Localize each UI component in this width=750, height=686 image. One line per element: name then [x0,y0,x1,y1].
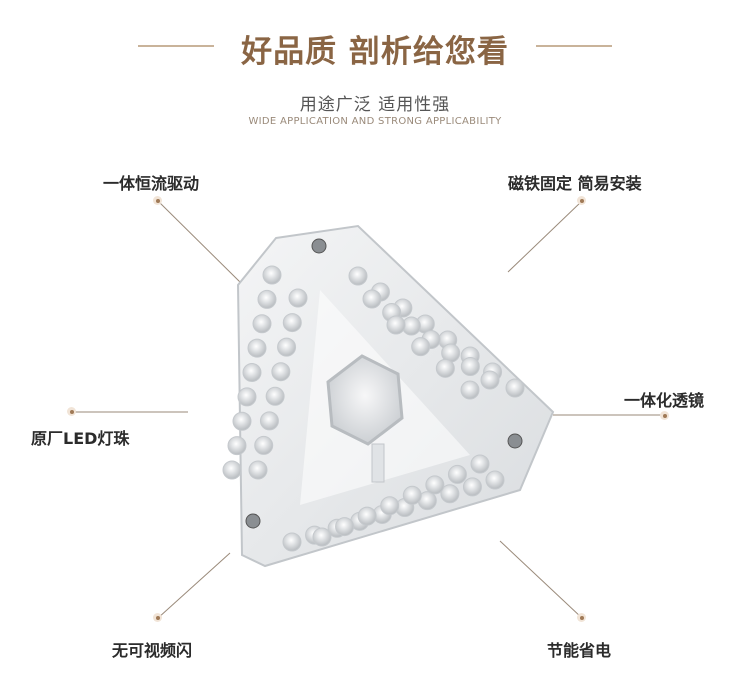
led-bead [348,266,368,286]
led-bead [262,265,282,285]
led-bead [254,435,274,455]
feature-dot-lens [660,411,669,420]
led-bead [386,315,406,335]
led-bead [248,460,268,480]
driver-stem [371,443,385,483]
led-bead [265,386,285,406]
feature-dot-energy [577,613,586,622]
screw-bottom-icon [245,513,261,529]
feature-label-magnet: 磁铁固定 简易安装 [508,174,642,193]
led-bead [282,313,302,333]
feature-label-driver: 一体恒流驱动 [103,174,200,193]
page-subtitle-en: WIDE APPLICATION AND STRONG APPLICABILIT… [248,116,502,127]
led-bead [402,485,422,505]
feature-dot-driver [153,196,162,205]
led-bead [447,464,467,484]
page-subtitle: 用途广泛 适用性强 [299,95,451,115]
led-bead [505,378,525,398]
led-bead [237,387,257,407]
led-bead [485,470,505,490]
led-bead [380,496,400,516]
led-bead [242,363,262,382]
led-bead [435,358,455,378]
center-driver-lens [326,354,404,446]
led-bead [460,380,480,400]
leader-line-magnet [507,200,583,273]
led-bead [440,484,460,504]
led-bead [227,436,247,456]
led-bead [259,411,279,431]
led-bead [232,411,252,431]
led-bead [425,475,445,495]
led-beads [222,265,525,552]
feature-dot-magnet [577,196,586,205]
led-bead [271,362,291,382]
feature-label-lens: 一体化透镜 [624,391,705,410]
leader-line-flicker [157,552,231,619]
led-bead [288,288,308,308]
led-bead [411,337,431,357]
feature-label-energy: 节能省电 [547,641,612,660]
screw-top-icon [311,238,327,254]
feature-label-led: 原厂LED灯珠 [31,429,130,448]
page-title: 好品质 剖析给您看 [241,34,509,70]
led-bead [460,357,480,376]
leader-line-driver [157,200,243,285]
feature-dot-flicker [153,613,162,622]
led-bead [252,314,272,334]
led-bead [480,370,500,390]
led-bead [257,289,277,309]
led-bead [335,517,355,537]
led-bead [247,338,267,358]
led-bead [462,477,482,497]
led-bead [357,506,377,526]
screw-right-icon [507,433,523,449]
led-bead [362,289,382,309]
leader-line-energy [499,540,583,619]
feature-dot-led [67,407,76,416]
led-bead [470,454,490,474]
led-bead [282,532,302,552]
led-bead [222,460,242,480]
title-divider-left [138,45,214,47]
feature-label-flicker: 无可视频闪 [112,641,193,660]
title-divider-right [536,45,612,47]
led-bead [312,527,332,547]
led-bead [277,337,297,357]
